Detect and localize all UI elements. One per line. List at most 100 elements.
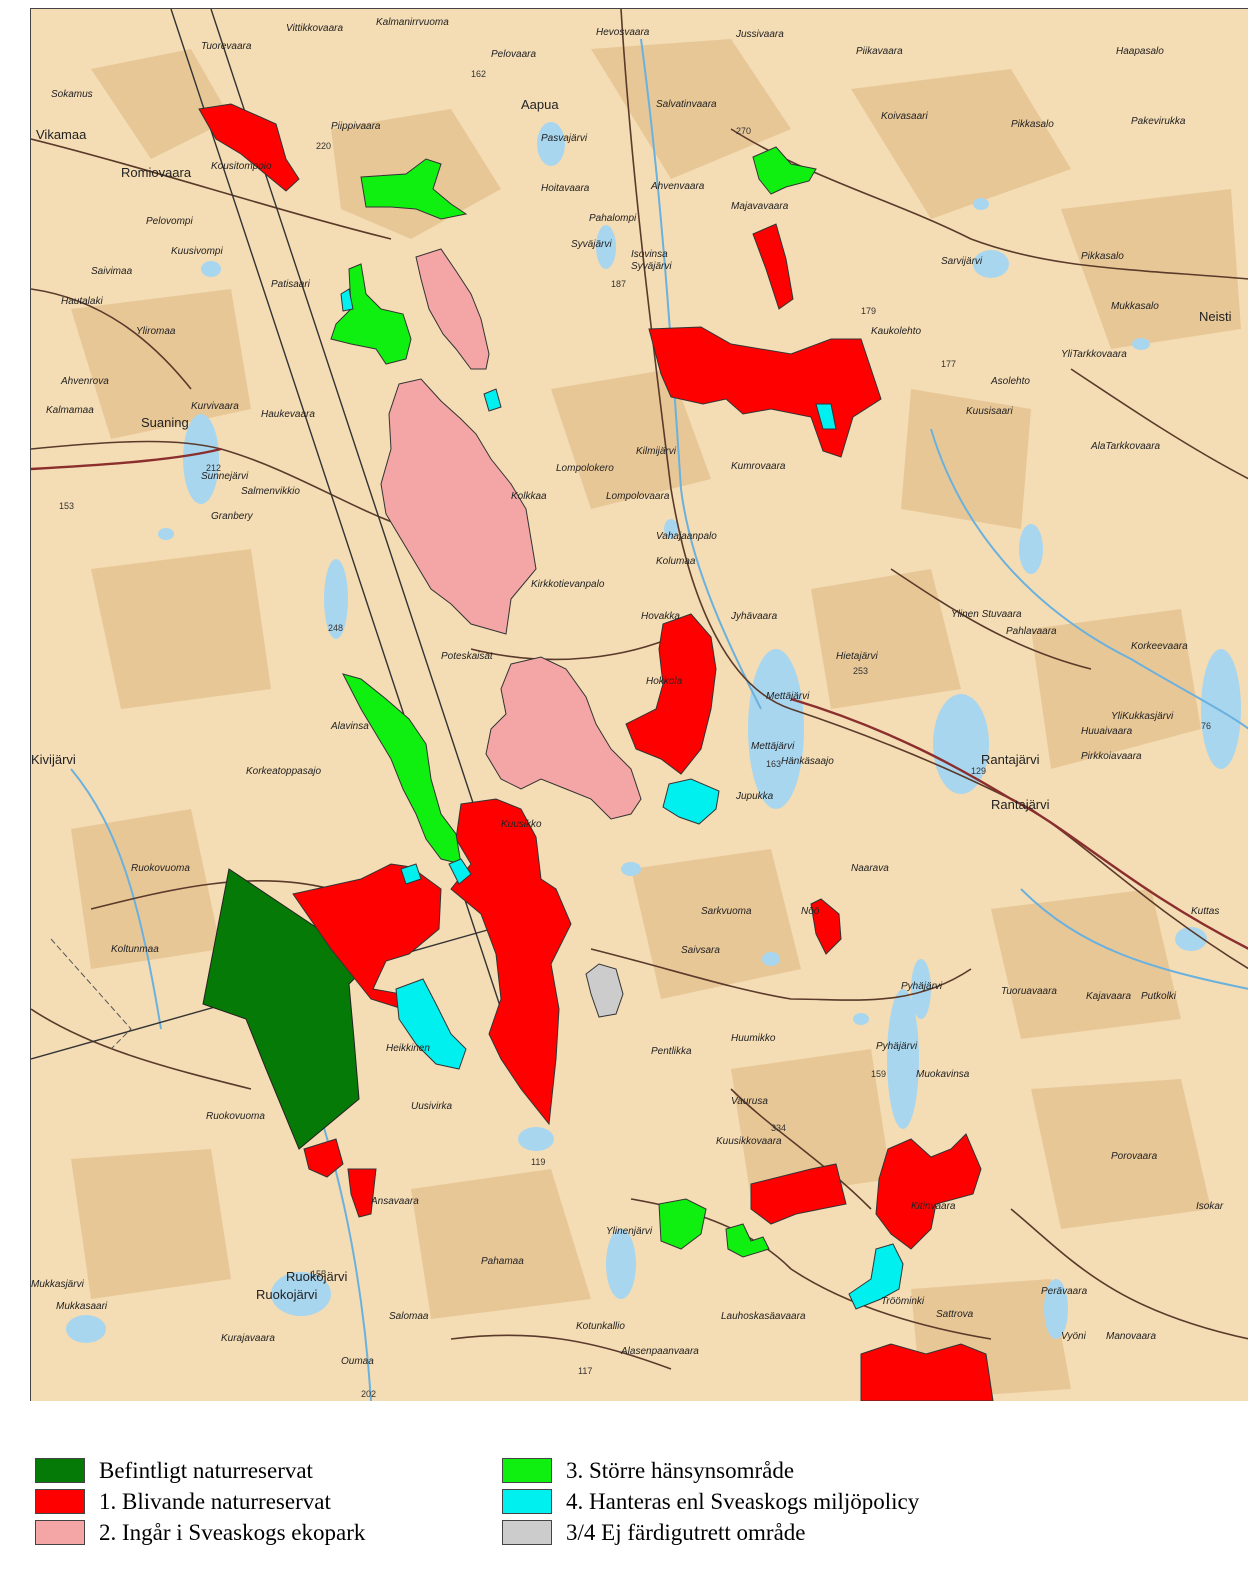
place-name-label: Ylinenjärvi	[606, 1226, 653, 1237]
place-name-label: Mano­vaara	[1106, 1331, 1156, 1342]
place-name-label: Neisti	[1199, 309, 1232, 324]
place-name-label: Pahamaa	[481, 1256, 524, 1267]
elevation-label: 163	[766, 759, 781, 769]
place-name-label: Alasenpaan­vaara	[620, 1346, 699, 1357]
zones-policy[interactable]	[340, 288, 904, 1310]
place-name-label: Kurvivaara	[191, 401, 239, 412]
place-name-label: Kuusikko­vaara	[716, 1136, 782, 1147]
place-name-label: Vyöni	[1061, 1331, 1087, 1342]
place-name-label: Majavavaara	[731, 201, 789, 212]
place-name-label: Granbery	[211, 511, 254, 522]
legend-swatch	[35, 1458, 85, 1483]
legend-item-not-investigated: 3/4 Ej färdigutrett område	[502, 1517, 919, 1548]
place-name-label: Kousitompolo	[211, 161, 272, 172]
zone-future-reserve	[347, 1168, 377, 1218]
zone-policy	[483, 388, 502, 412]
place-name-label: Kumrovaara	[731, 461, 786, 472]
place-name-label: Kuttas	[1191, 906, 1219, 917]
zone-policy	[395, 978, 467, 1070]
place-name-label: Kilmijärvi	[636, 446, 677, 457]
elevation-label: 212	[206, 463, 221, 473]
place-name-label: Ahvenvaara	[650, 181, 705, 192]
place-name-label: Kolkkaa	[511, 491, 547, 502]
place-name-label: Alavinsa	[330, 721, 369, 732]
map-legend: Befintligt naturreservat 1. Blivande nat…	[35, 1455, 1215, 1565]
elevation-labels: 1622202701871791772121532482531631297615…	[59, 69, 1211, 1399]
place-name-label: Jyhävaara	[730, 611, 778, 622]
elevation-label: 187	[611, 279, 626, 289]
place-name-label: Heikkinen	[386, 1043, 430, 1054]
place-name-label: Pirkkoia­vaara	[1081, 751, 1142, 762]
zones-consideration[interactable]	[330, 146, 817, 1258]
place-labels: TuorevaaraVittikkovaaraKalmanirr­vuomaHe…	[31, 17, 1232, 1367]
boundary-line	[50, 938, 132, 1050]
place-name-label: Kolumaa	[656, 556, 696, 567]
elevation-label: 253	[853, 666, 868, 676]
elevation-label: 119	[531, 1157, 545, 1167]
place-name-label: Kurajavaara	[221, 1333, 275, 1344]
zone-policy	[662, 778, 720, 825]
place-name-label: Oumaa	[341, 1356, 374, 1367]
place-name-label: Ahvenrova	[60, 376, 109, 387]
place-name-label: Hokkola	[646, 676, 683, 687]
place-name-label: Syväjärvi	[571, 239, 612, 250]
place-name-label: Mukkasalo	[1111, 301, 1159, 312]
elevation-label: 202	[361, 1389, 376, 1399]
place-name-label: Sattrova	[936, 1309, 974, 1320]
place-name-label: Uusivirka	[411, 1101, 453, 1112]
elevation-label: 177	[941, 359, 956, 369]
elevation-label: 270	[736, 126, 751, 136]
place-name-label: Ala­Tarkkovaara	[1090, 441, 1161, 452]
place-name-label: Salvatinvaara	[656, 99, 717, 110]
place-name-label: Nöö	[801, 906, 820, 917]
place-name-label: Kaukolehto	[871, 326, 921, 337]
zone-future-reserve	[875, 1133, 982, 1250]
elevation-label: 179	[861, 306, 876, 316]
place-name-label: Pikkasalo	[1081, 251, 1124, 262]
place-name-label: Ansavaara	[370, 1196, 419, 1207]
elevation-label: 220	[316, 141, 331, 151]
place-name-label: Mukkasjärvi	[31, 1279, 85, 1290]
place-name-label: Vittikkovaara	[286, 23, 344, 34]
place-name-label: Muokavinsa	[916, 1069, 970, 1080]
place-name-label: Pasvajärvi	[541, 133, 588, 144]
zones-not-investigated[interactable]	[585, 963, 624, 1018]
place-name-label: Ruoko­vuoma	[206, 1111, 265, 1122]
zone-not-investigated	[585, 963, 624, 1018]
place-name-label: Pentlikka	[651, 1046, 692, 1057]
legend-item-policy: 4. Hanteras enl Sveaskogs miljöpolicy	[502, 1486, 919, 1517]
place-name-label: Haapasalo	[1116, 46, 1164, 57]
place-name-label: Pahalompi	[589, 213, 637, 224]
place-name-label: Rantajärvi	[991, 797, 1050, 812]
zone-policy	[815, 403, 837, 430]
place-name-label: Poteskaisat	[441, 651, 494, 662]
legend-item-ecopark: 2. Ingår i Sveaskogs ekopark	[35, 1517, 365, 1548]
place-name-label: Mettäjärvi	[751, 741, 795, 752]
zone-policy	[340, 288, 354, 312]
place-name-label: Salomaa	[389, 1311, 429, 1322]
zone-consideration	[752, 146, 817, 195]
place-name-label: Pyhäjärvi	[876, 1041, 918, 1052]
place-name-label: Kuusikko	[501, 819, 542, 830]
place-name-label: Mettäjärvi	[766, 691, 810, 702]
place-name-label: Hoita­vaara	[541, 183, 590, 194]
zone-consideration	[330, 263, 412, 365]
place-name-label: Patisaari	[271, 279, 311, 290]
place-name-label: Naarava	[851, 863, 889, 874]
place-name-label: Pelovaara	[491, 49, 536, 60]
place-name-label: Lompolo­vaara	[606, 491, 670, 502]
elevation-label: 248	[328, 623, 343, 633]
place-name-label: Kuusivompi	[171, 246, 223, 257]
place-name-label: Koltunmaa	[111, 944, 159, 955]
place-name-label: Piikavaara	[856, 46, 903, 57]
zone-future-reserve	[450, 798, 572, 1126]
legend-swatch	[502, 1458, 552, 1483]
legend-swatch	[502, 1520, 552, 1545]
place-name-label: Sarkvuoma	[701, 906, 752, 917]
place-name-label: Sarvijärvi	[941, 256, 983, 267]
elevation-label: 334	[771, 1123, 786, 1133]
place-name-label: Sunnejärvi	[201, 471, 249, 482]
place-name-label: Perävaara	[1041, 1286, 1088, 1297]
zones-ecopark[interactable]	[380, 248, 642, 820]
